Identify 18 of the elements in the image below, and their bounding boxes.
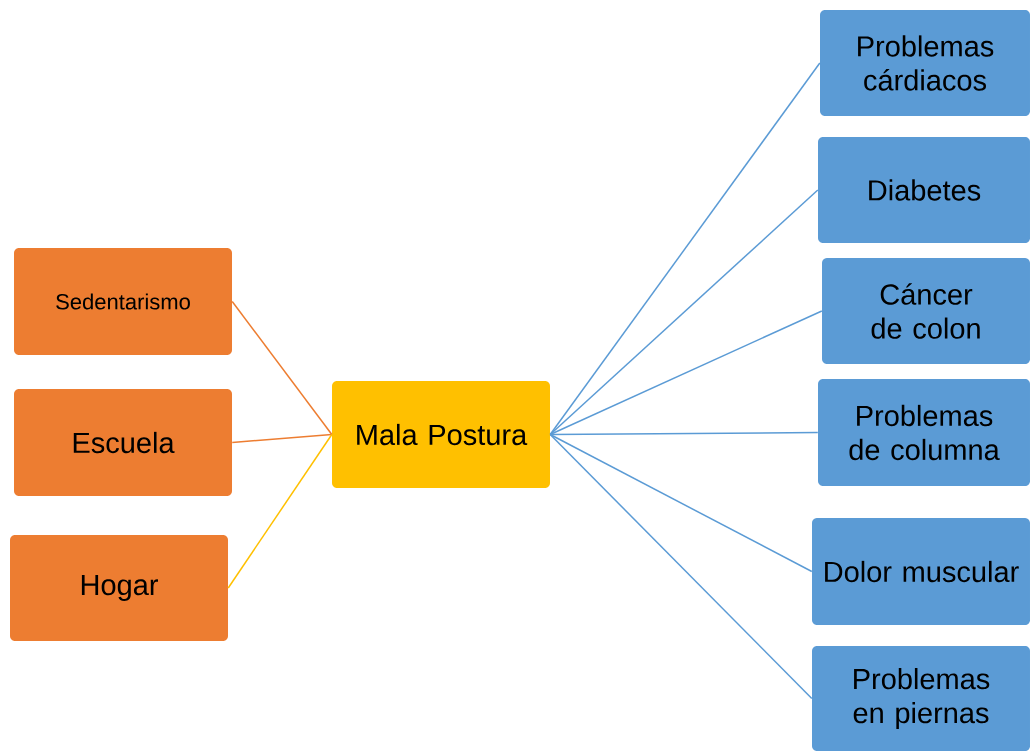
connector-line [231, 433, 333, 444]
connector-line [549, 310, 823, 436]
process-box: Sedentarismo [14, 248, 232, 355]
connector-line [231, 300, 333, 436]
process-box: Hogar [10, 535, 228, 641]
connector-line [549, 433, 813, 573]
process-box: Escuela [14, 389, 232, 496]
process-box: Dolor muscular [812, 518, 1030, 625]
connector-line [549, 433, 813, 700]
process-box: Diabetes [818, 137, 1030, 243]
connector-line [549, 189, 819, 436]
process-box: Problemas cárdiacos [820, 10, 1030, 116]
connector-line [227, 433, 333, 589]
process-box: Problemas en piernas [812, 646, 1030, 751]
process-box: Mala Postura [332, 381, 550, 488]
connector-line [549, 431, 819, 436]
process-box: Cáncer de colon [822, 258, 1030, 364]
process-box: Problemas de columna [818, 379, 1030, 486]
